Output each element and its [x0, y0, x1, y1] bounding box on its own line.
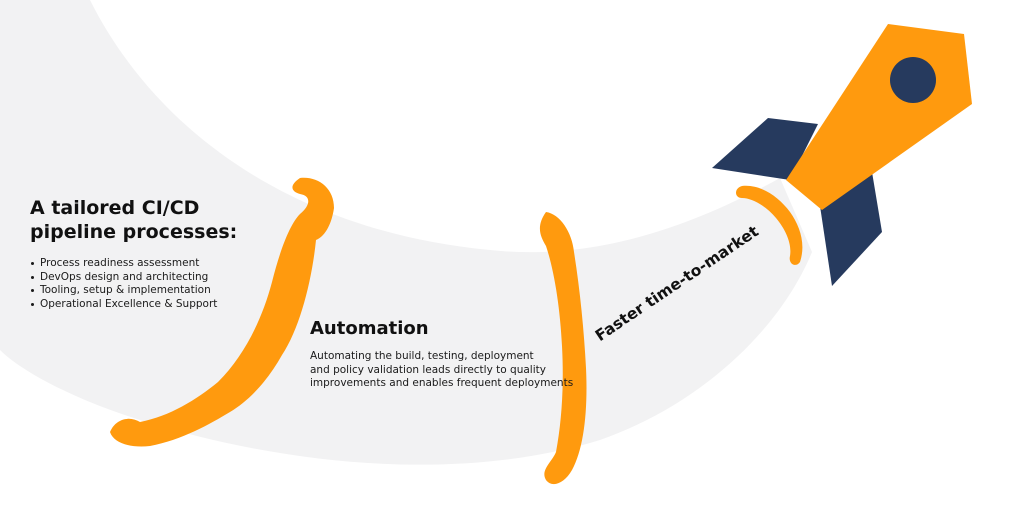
rocket-window [890, 57, 936, 103]
list-item: DevOps design and architecting [30, 271, 217, 285]
title-line-2: pipeline processes: [30, 221, 238, 243]
list-item: Operational Excellence & Support [30, 298, 217, 312]
swoosh-trail [0, 0, 812, 465]
automation-line: and policy validation leads directly to … [310, 363, 546, 376]
list-item: Tooling, setup & implementation [30, 284, 217, 298]
automation-heading: Automation [310, 318, 429, 339]
process-list: Process readiness assessment DevOps desi… [30, 257, 217, 312]
automation-line: improvements and enables frequent deploy… [310, 377, 574, 390]
title-line-1: A tailored CI/CD [30, 197, 200, 219]
exhaust-ring-icon [539, 212, 587, 485]
exhaust-ring-icon [736, 185, 803, 265]
page-title: A tailored CI/CD pipeline processes: [30, 196, 290, 244]
list-item: Process readiness assessment [30, 257, 217, 271]
automation-line: Automating the build, testing, deploymen… [310, 350, 534, 362]
automation-description: Automating the build, testing, deploymen… [310, 350, 574, 391]
exhaust-ring-icon [110, 177, 334, 447]
rocket-icon [712, 24, 972, 286]
